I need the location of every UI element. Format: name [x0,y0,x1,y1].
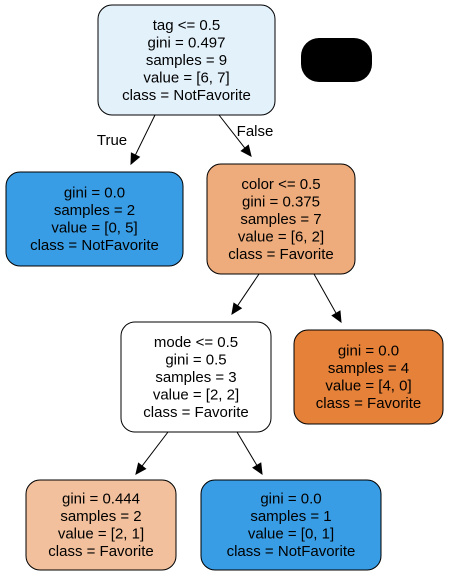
node-line: class = NotFavorite [30,237,159,254]
node-line: value = [2, 2] [153,386,239,403]
node-box [206,163,356,275]
node-line: gini = 0.5 [165,351,226,368]
edge-line [218,114,246,149]
node-line: value = [4, 0] [325,378,411,395]
edge-arrowhead [252,462,263,476]
edge-label: True [97,132,127,149]
edge-line [134,114,156,156]
tree-edge [313,273,342,324]
edge-line [141,431,169,467]
tree-edge [236,431,263,476]
node-box [5,171,184,267]
node-box [25,479,177,571]
edge-line [313,273,337,314]
edge-arrowhead [130,152,141,166]
tree-edge: False [218,114,274,157]
node-box [200,479,382,571]
node-line: class = Favorite [48,543,153,560]
node-line: mode <= 0.5 [154,334,238,351]
edge-line [236,431,258,466]
node-line: gini = 0.444 [62,491,140,508]
node-line: class = Favorite [143,404,248,421]
edge-arrowhead [240,144,252,157]
node-line: gini = 0.0 [64,185,125,202]
node-line: samples = 2 [54,202,135,219]
node-line: color <= 0.5 [241,176,320,193]
node-line: gini = 0.0 [338,343,399,360]
node-line: gini = 0.375 [242,193,320,210]
edge-arrowhead [331,310,342,324]
tree-edge [231,273,260,316]
edges-layer: True False [97,114,342,476]
node-line: value = [6, 2] [238,228,324,245]
edge-arrowhead [231,302,243,316]
edge-arrowhead [135,462,147,475]
node-line: samples = 3 [155,369,236,386]
edge-line [237,273,260,306]
node-box [97,4,276,116]
tree-edge: True [97,114,156,166]
edge-label: False [237,123,274,140]
node-line: samples = 9 [146,52,227,69]
node-line: value = [6, 7] [143,69,229,86]
node-line: value = [0, 1] [248,526,334,543]
node-line: class = Favorite [316,395,421,412]
tree-edge [135,431,169,475]
node-line: samples = 2 [60,508,141,525]
redaction-block [301,38,372,82]
node-line: class = Favorite [228,246,333,263]
node-line: class = NotFavorite [227,543,356,560]
node-line: gini = 0.0 [260,491,321,508]
node-line: class = NotFavorite [122,87,251,104]
node-line: gini = 0.497 [148,34,226,51]
node-line: value = [0, 5] [51,220,137,237]
node-line: samples = 7 [240,211,321,228]
node-line: samples = 4 [328,360,409,377]
node-line: samples = 1 [250,508,331,525]
node-box [120,321,272,433]
node-line: tag <= 0.5 [153,17,221,34]
node-line: value = [2, 1] [58,526,144,543]
node-box [293,329,444,425]
